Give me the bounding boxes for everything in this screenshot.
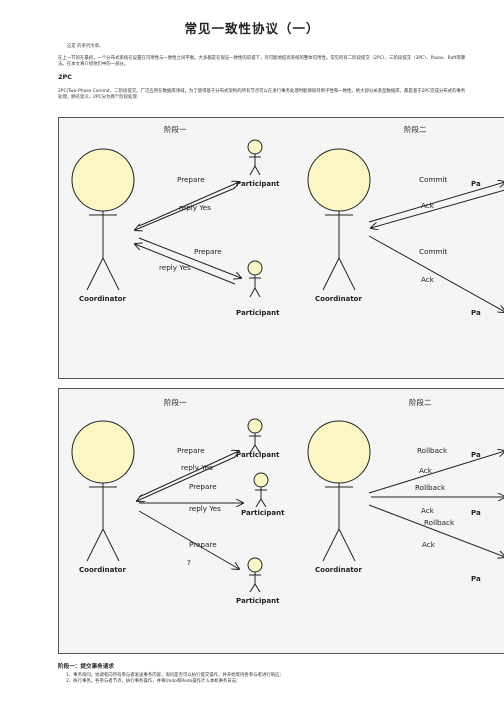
- phase1-label: 阶段一: [164, 124, 187, 134]
- participant-label-cut: Pa: [471, 451, 481, 459]
- prepare-label: Prepare: [189, 540, 217, 549]
- participant-actor: [253, 472, 269, 508]
- ack-label: Ack: [422, 540, 436, 549]
- participant-label: Participant: [241, 509, 285, 517]
- diagram-rollback-svg: 阶段一 阶段二 Coordinator Participant Part: [71, 397, 504, 605]
- participant-actor: [247, 260, 263, 298]
- unknown-response-label: ?: [187, 558, 191, 567]
- participant-actor: [247, 139, 263, 176]
- participant-label-cut: Pa: [471, 180, 481, 188]
- participant-label-cut: Pa: [471, 509, 481, 517]
- ack-label: Ack: [421, 201, 435, 210]
- coordinator-actor: [71, 420, 135, 562]
- stage1-heading: 阶段一：提交事务请求: [58, 664, 114, 670]
- participant-actor: [247, 418, 263, 454]
- coordinator-label: Coordinator: [79, 566, 126, 574]
- prepare-label: Prepare: [194, 247, 222, 256]
- reply-arrow: [135, 244, 236, 285]
- participant-label: Participant: [236, 180, 280, 188]
- reply-label: reply Yes: [159, 263, 191, 272]
- prepare-arrow: [138, 451, 239, 498]
- rollback-label: Rollback: [424, 518, 455, 527]
- participant-label: Participant: [236, 451, 280, 459]
- prepare-label: Prepare: [189, 482, 217, 491]
- prepare-arrow: [138, 510, 239, 569]
- coordinator-label: Coordinator: [315, 566, 362, 574]
- prepare-arrow: [138, 182, 239, 227]
- phase2-label: 阶段二: [404, 124, 427, 134]
- rollback-arrow: [368, 451, 504, 494]
- page-title: 常见一致性协议（一）: [184, 21, 320, 36]
- rollback-label: Rollback: [417, 446, 448, 455]
- rollback-arrow: [368, 504, 504, 557]
- list-item: 2、执行事务。各参与者节点，执行事务操作，并将Undo和Redo操作计入本机事务…: [66, 679, 238, 685]
- reply-label: reply Yes: [181, 463, 213, 472]
- reply-label: reply Yes: [179, 203, 211, 212]
- prepare-arrow: [138, 237, 241, 278]
- ack-arrow: [371, 189, 504, 228]
- phase2-label: 阶段二: [409, 397, 432, 407]
- participant-label: Participant: [236, 309, 280, 317]
- intro-paragraph: 在上一节的在最初，一个分布式系统在设置在可用性与一致性之间平衡。大多都是在保证一…: [58, 56, 466, 68]
- coordinator-actor: [307, 148, 371, 291]
- ack-label: Ack: [421, 275, 435, 284]
- coordinator-actor: [307, 420, 371, 562]
- coordinator-label: Coordinator: [315, 295, 362, 303]
- participant-actor: [247, 557, 263, 593]
- ack-label: Ack: [421, 506, 435, 515]
- commit-arrow: [368, 182, 504, 223]
- prepare-label: Prepare: [177, 175, 205, 184]
- participant-label: Participant: [236, 597, 280, 605]
- participant-label-cut: Pa: [471, 575, 481, 583]
- coordinator-actor: [71, 148, 135, 291]
- commit-label: Commit: [419, 247, 447, 256]
- prepare-label: Prepare: [177, 446, 205, 455]
- commit-label: Commit: [419, 175, 447, 184]
- diagram-commit: 阶段一 阶段二 Coordinator Participant: [58, 117, 504, 379]
- diagram-rollback: 阶段一 阶段二 Coordinator Participant Part: [58, 388, 504, 654]
- ack-label: Ack: [419, 466, 433, 475]
- reply-label: reply Yes: [189, 504, 221, 513]
- list-item: 1、事务询问。协调者向所有参与者发送事务内容，询问是否可以执行提交操作，并开始等…: [66, 673, 282, 678]
- reply-arrow: [137, 456, 236, 501]
- participant-label-cut: Pa: [471, 309, 481, 317]
- article-meta: 这是 的系列文章。: [67, 44, 104, 49]
- description-paragraph: 2PC(Two-Phase Commit，二阶段提交。广泛应用在数据库领域，为了…: [58, 89, 466, 101]
- diagram-commit-svg: 阶段一 阶段二 Coordinator Participant: [71, 124, 504, 317]
- rollback-label: Rollback: [415, 483, 446, 492]
- commit-arrow: [368, 235, 504, 312]
- coordinator-label: Coordinator: [79, 295, 126, 303]
- section-heading-2pc: 2PC: [58, 73, 73, 81]
- steps-list: 1、事务询问。协调者向所有参与者发送事务内容，询问是否可以执行提交操作，并开始等…: [66, 673, 281, 686]
- reply-arrow: [135, 187, 236, 230]
- phase1-label: 阶段一: [164, 397, 187, 407]
